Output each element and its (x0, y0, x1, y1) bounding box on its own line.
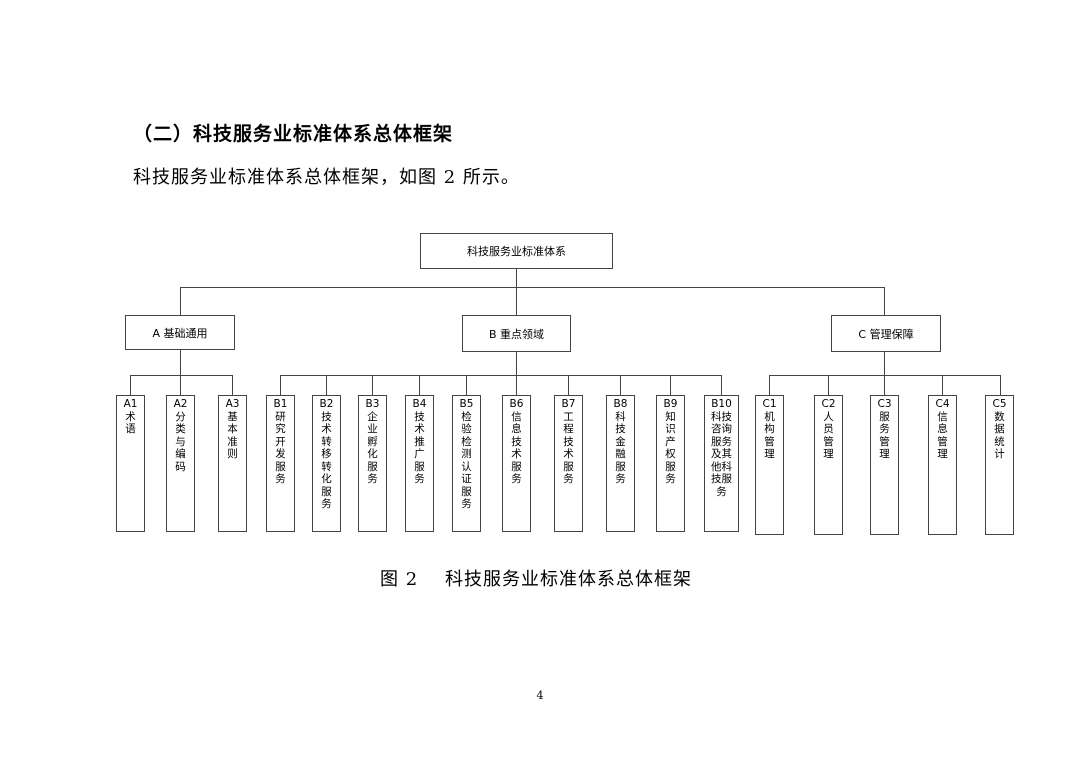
page-number: 4 (536, 689, 544, 702)
figure-caption: 图 2 科技服务业标准体系总体框架 (380, 569, 693, 590)
leaf-node-b8: B8 科 技 金 融 服 务 (606, 395, 635, 532)
leaf-name: 基 本 准 则 (227, 410, 238, 461)
leaf-code: A3 (225, 398, 240, 410)
leaf-name: 工 程 技 术 服 务 (563, 410, 574, 486)
leaf-node-c5: C5 数 据 统 计 (985, 395, 1014, 535)
leaf-name: 机 构 管 理 (764, 410, 775, 461)
leaf-node-b9: B9 知 识 产 权 服 务 (656, 395, 685, 532)
leaf-name: 术 语 (125, 410, 136, 436)
leaf-name: 分 类 与 编 码 (175, 410, 186, 473)
leaf-code: C3 (877, 398, 892, 410)
leaf-node-c2: C2 人 员 管 理 (814, 395, 843, 535)
leaf-node-b2: B2 技 术 转 移 转 化 服 务 (312, 395, 341, 532)
section-heading: （二）科技服务业标准体系总体框架 (133, 123, 454, 145)
leaf-name: 企 业 孵 化 服 务 (367, 410, 378, 486)
leaf-code: B1 (273, 398, 288, 410)
leaf-name: 研 究 开 发 服 务 (275, 410, 286, 486)
leaf-code: B10 (711, 398, 732, 410)
leaf-node-b5: B5 检 验 检 测 认 证 服 务 (452, 395, 481, 532)
leaf-name: 科技 咨询 服务 及其 他科 技服 务 (711, 410, 732, 498)
leaf-name: 服 务 管 理 (879, 410, 890, 461)
leaf-code: B9 (663, 398, 678, 410)
leaf-name: 人 员 管 理 (823, 410, 834, 461)
leaf-node-b3: B3 企 业 孵 化 服 务 (358, 395, 387, 532)
leaf-code: C1 (762, 398, 777, 410)
leaf-node-a3: A3 基 本 准 则 (218, 395, 247, 532)
leaf-code: A1 (123, 398, 138, 410)
leaf-name: 知 识 产 权 服 务 (665, 410, 676, 486)
leaf-name: 科 技 金 融 服 务 (615, 410, 626, 486)
leaf-code: B2 (319, 398, 334, 410)
leaf-name: 信 息 技 术 服 务 (511, 410, 522, 486)
leaf-code: C5 (992, 398, 1007, 410)
intro-paragraph: 科技服务业标准体系总体框架，如图 2 所示。 (133, 167, 520, 188)
leaf-code: B5 (459, 398, 474, 410)
leaf-name: 技 术 转 移 转 化 服 务 (321, 410, 332, 511)
group-node-c: C 管理保障 (831, 315, 941, 352)
leaf-name: 数 据 统 计 (994, 410, 1005, 461)
leaf-node-c3: C3 服 务 管 理 (870, 395, 899, 535)
leaf-name: 检 验 检 测 认 证 服 务 (461, 410, 472, 511)
leaf-code: C4 (935, 398, 950, 410)
leaf-code: C2 (821, 398, 836, 410)
leaf-node-b6: B6 信 息 技 术 服 务 (502, 395, 531, 532)
leaf-code: B3 (365, 398, 380, 410)
leaf-node-b7: B7 工 程 技 术 服 务 (554, 395, 583, 532)
leaf-code: B8 (613, 398, 628, 410)
leaf-node-b10: B10 科技 咨询 服务 及其 他科 技服 务 (704, 395, 739, 532)
leaf-code: A2 (173, 398, 188, 410)
leaf-node-c4: C4 信 息 管 理 (928, 395, 957, 535)
leaf-node-b1: B1 研 究 开 发 服 务 (266, 395, 295, 532)
leaf-node-a1: A1 术 语 (116, 395, 145, 532)
leaf-code: B7 (561, 398, 576, 410)
group-node-b: B 重点领域 (462, 315, 571, 352)
root-node: 科技服务业标准体系 (420, 233, 613, 269)
leaf-name: 技 术 推 广 服 务 (414, 410, 425, 486)
leaf-name: 信 息 管 理 (937, 410, 948, 461)
leaf-node-a2: A2 分 类 与 编 码 (166, 395, 195, 532)
leaf-code: B6 (509, 398, 524, 410)
leaf-node-b4: B4 技 术 推 广 服 务 (405, 395, 434, 532)
leaf-node-c1: C1 机 构 管 理 (755, 395, 784, 535)
group-node-a: A 基础通用 (125, 315, 235, 350)
leaf-code: B4 (412, 398, 427, 410)
